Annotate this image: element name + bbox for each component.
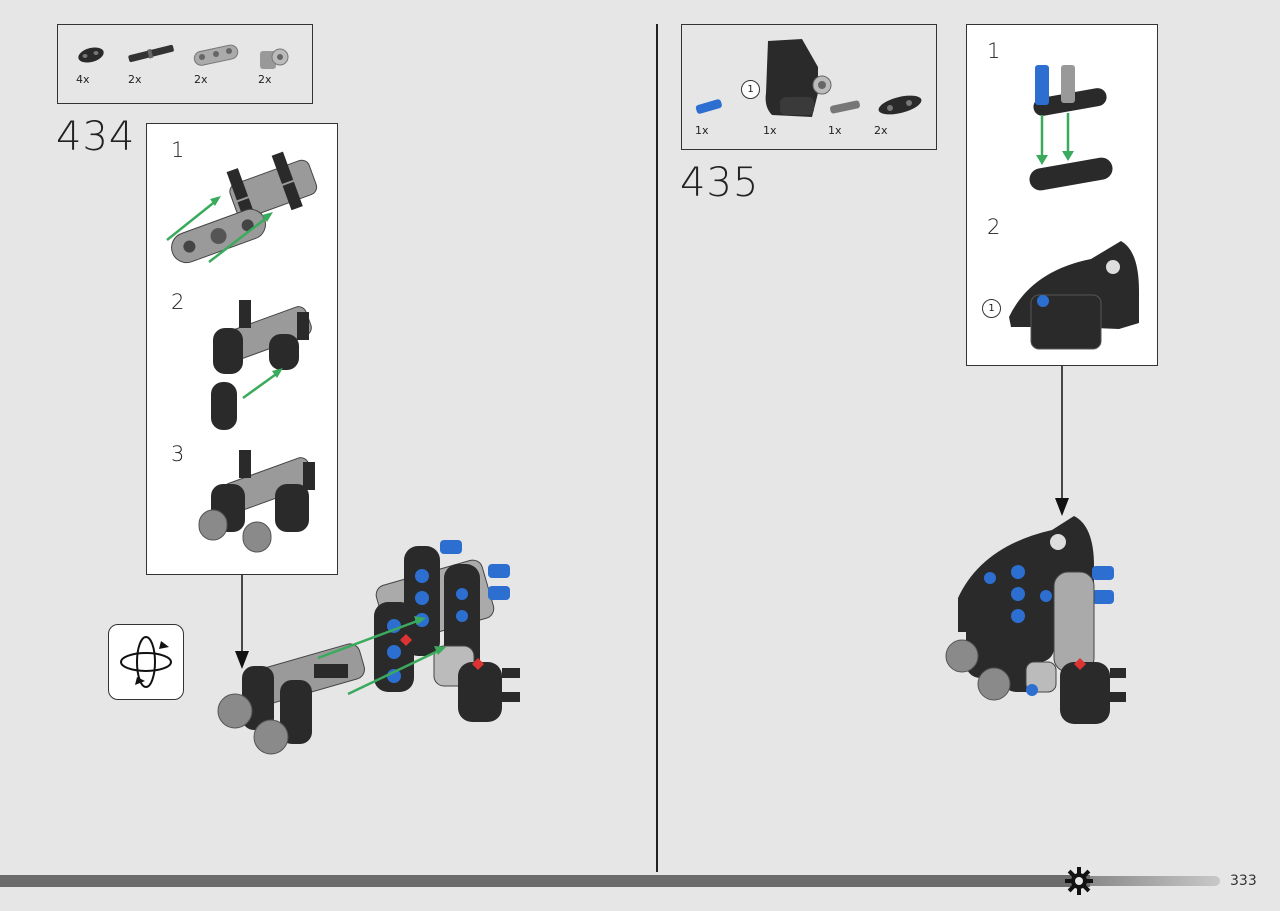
gray-pin-icon	[830, 100, 860, 114]
substep-1-illustration	[166, 151, 318, 264]
substep-3-label: 3	[171, 442, 185, 466]
substep-panel-434: 1 2 3	[146, 123, 338, 575]
rotate-model-icon	[108, 624, 184, 700]
part-callout: 1	[982, 299, 1001, 318]
dark-liftarm-2-icon	[78, 47, 104, 63]
footer-progress-fade	[1090, 876, 1220, 886]
part-callout: 1	[741, 80, 760, 99]
part-qty: 1x	[763, 124, 777, 137]
part-qty: 1x	[695, 124, 709, 137]
axle-connector-icon	[260, 48, 289, 69]
part-qty: 2x	[874, 124, 888, 137]
axle-pin-icon	[128, 44, 174, 63]
step-number-434: 434	[56, 114, 136, 160]
substep-2-illustration	[211, 300, 312, 430]
down-arrow-435	[1055, 366, 1069, 516]
substep-3-illustration	[198, 450, 315, 553]
part-qty: 2x	[194, 73, 208, 86]
substep-2-label: 2	[987, 215, 1001, 239]
step-number-435: 435	[680, 160, 760, 206]
black-panel-icon	[765, 39, 832, 117]
dark-liftarm-2-icon	[878, 95, 922, 115]
part-qty: 1x	[828, 124, 842, 137]
substep-1-label: 1	[987, 39, 1001, 63]
gear-emblem-icon	[1065, 867, 1093, 895]
gray-liftarm-3-icon	[193, 44, 239, 66]
parts-list-435: 1x 1 1x 1x 2x	[681, 24, 937, 150]
assembly-434-illustration	[217, 540, 520, 755]
part-qty: 2x	[128, 73, 142, 86]
down-arrow-434	[235, 575, 249, 669]
part-qty: 2x	[258, 73, 272, 86]
substep-1-illustration	[1029, 65, 1113, 191]
assembly-435-illustration	[945, 516, 1126, 724]
substep-2-illustration	[1009, 241, 1139, 350]
parts-list-434: 4x 2x 2x 2x	[57, 24, 313, 104]
page-number: 333	[1230, 873, 1257, 889]
substep-panel-435: 1 2 1	[966, 24, 1158, 366]
substep-1-label: 1	[171, 138, 185, 162]
part-qty: 4x	[76, 73, 90, 86]
substep-2-label: 2	[171, 290, 185, 314]
blue-pin-icon	[695, 99, 722, 114]
footer-progress-bar	[0, 875, 1090, 887]
page-divider	[656, 24, 658, 872]
